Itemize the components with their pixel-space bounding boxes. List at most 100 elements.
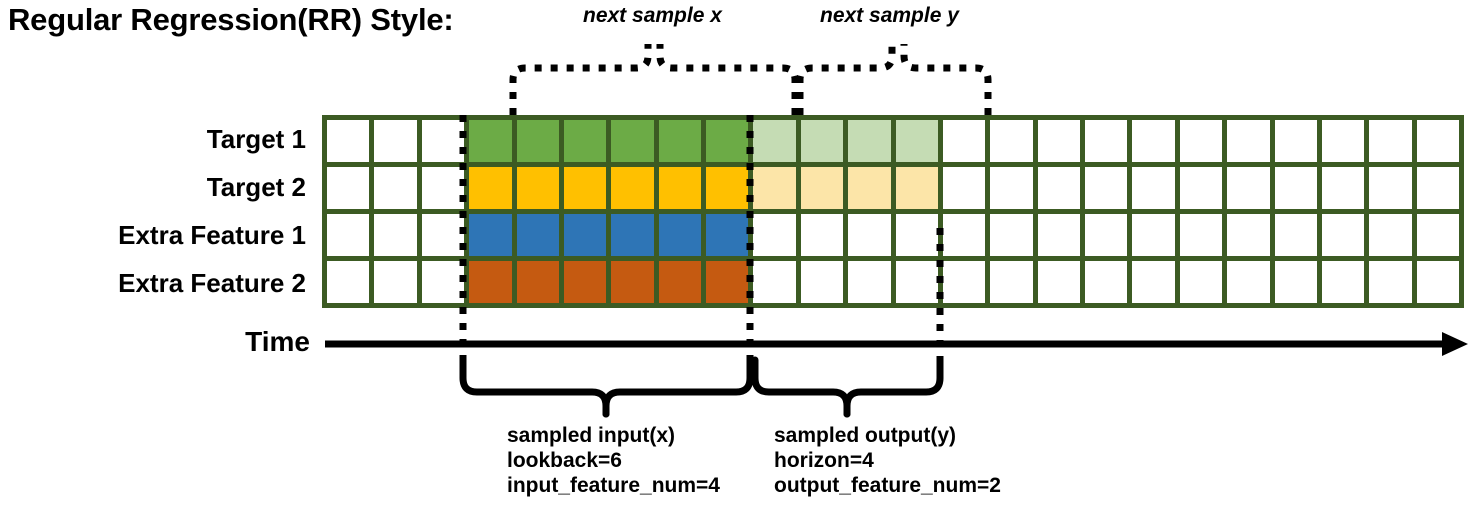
grid-cell-r4-c1 — [327, 261, 370, 303]
grid-cell-r3-c12 — [848, 214, 891, 256]
grid-cell-r3-c3 — [421, 214, 465, 256]
grid-cell-r3-c19 — [1179, 214, 1223, 256]
grid-cell-r3-c24 — [1416, 214, 1459, 256]
grid-cell-r1-c21 — [1274, 120, 1317, 162]
grid-cell-r3-c10 — [753, 214, 796, 256]
grid-cell-r4-c12 — [848, 261, 891, 303]
grid-cell-r3-c4 — [469, 214, 512, 256]
grid-cell-r2-c2 — [374, 167, 417, 209]
grid-cell-r2-c7 — [611, 167, 654, 209]
grid-cell-r4-c14 — [942, 261, 986, 303]
sampled-input-line-3: input_feature_num=4 — [507, 474, 720, 497]
grid-cell-r4-c6 — [563, 261, 607, 303]
grid-cell-r4-c16 — [1037, 261, 1080, 303]
row-label-column: Target 1 Target 2 Extra Feature 1 Extra … — [0, 115, 318, 308]
grid-cell-r2-c10 — [753, 167, 796, 209]
grid-cell-r2-c1 — [327, 167, 370, 209]
grid-cell-r2-c24 — [1416, 167, 1459, 209]
grid-cell-r3-c8 — [658, 214, 701, 256]
brace-sampled-input — [459, 356, 754, 418]
grid-cell-r1-c18 — [1132, 120, 1175, 162]
grid-cell-r1-c3 — [421, 120, 465, 162]
grid-cell-r1-c10 — [753, 120, 796, 162]
grid-cell-r3-c15 — [990, 214, 1033, 256]
grid-cell-r2-c6 — [563, 167, 607, 209]
brace-next-sample-y — [796, 44, 992, 115]
grid-cell-r3-c18 — [1132, 214, 1175, 256]
grid-cell-r1-c8 — [658, 120, 701, 162]
caption-sampled-output: sampled output(y) horizon=4 output_featu… — [774, 423, 1001, 498]
grid-cell-r2-c8 — [658, 167, 701, 209]
grid-cell-r1-c12 — [848, 120, 891, 162]
grid-cell-r4-c2 — [374, 261, 417, 303]
grid-cell-r3-c17 — [1085, 214, 1128, 256]
grid-cell-r3-c13 — [895, 214, 938, 256]
grid-cell-r3-c5 — [516, 214, 559, 256]
grid-cell-r2-c23 — [1369, 167, 1412, 209]
grid-cell-r2-c17 — [1085, 167, 1128, 209]
page-title: Regular Regression(RR) Style: — [8, 2, 454, 37]
grid-cell-r3-c2 — [374, 214, 417, 256]
grid-cell-r2-c22 — [1321, 167, 1365, 209]
grid-cell-r3-c20 — [1227, 214, 1270, 256]
sampled-input-line-1: sampled input(x) — [507, 424, 676, 447]
sampled-output-line-2: horizon=4 — [774, 449, 874, 472]
row-label-target-2: Target 2 — [206, 172, 306, 202]
grid-cell-r1-c20 — [1227, 120, 1270, 162]
grid-cell-r2-c5 — [516, 167, 559, 209]
grid-cell-r4-c10 — [753, 261, 796, 303]
grid-cell-r1-c22 — [1321, 120, 1365, 162]
grid-cell-r2-c9 — [706, 167, 749, 209]
grid-cell-r4-c9 — [706, 261, 749, 303]
grid-cell-r2-c19 — [1179, 167, 1223, 209]
grid-cell-r2-c16 — [1037, 167, 1080, 209]
sampled-output-line-1: sampled output(y) — [774, 424, 956, 447]
sampled-output-line-3: output_feature_num=2 — [774, 474, 1001, 497]
grid-cell-r2-c15 — [990, 167, 1033, 209]
grid-cell-r3-c22 — [1321, 214, 1365, 256]
grid-cell-r4-c21 — [1274, 261, 1317, 303]
grid-cell-r4-c3 — [421, 261, 465, 303]
grid-cell-r4-c4 — [469, 261, 512, 303]
grid-cell-r4-c8 — [658, 261, 701, 303]
grid-cell-r1-c6 — [563, 120, 607, 162]
brace-next-sample-x — [509, 44, 799, 115]
grid-cell-r3-c21 — [1274, 214, 1317, 256]
grid-cell-r3-c23 — [1369, 214, 1412, 256]
row-label-target-1: Target 1 — [206, 124, 306, 154]
grid-cell-r4-c5 — [516, 261, 559, 303]
row-label-extra-feature-1: Extra Feature 1 — [118, 220, 306, 250]
grid-cell-r2-c3 — [421, 167, 465, 209]
caption-next-sample-x: next sample x — [583, 4, 722, 27]
grid-cell-r1-c13 — [895, 120, 938, 162]
row-label-extra-feature-2: Extra Feature 2 — [118, 268, 306, 298]
grid-cell-r1-c23 — [1369, 120, 1412, 162]
grid-cell-r2-c13 — [895, 167, 938, 209]
time-arrow — [325, 332, 1468, 356]
grid-cell-r4-c13 — [895, 261, 938, 303]
grid-cell-r1-c14 — [942, 120, 986, 162]
grid-cell-r1-c2 — [374, 120, 417, 162]
grid-cell-r1-c1 — [327, 120, 370, 162]
grid-cell-r1-c4 — [469, 120, 512, 162]
grid-cell-r1-c9 — [706, 120, 749, 162]
grid-cell-r1-c7 — [611, 120, 654, 162]
grid-cell-r4-c20 — [1227, 261, 1270, 303]
grid-cell-r2-c18 — [1132, 167, 1175, 209]
time-axis-label: Time — [245, 326, 310, 357]
grid-cell-r4-c18 — [1132, 261, 1175, 303]
grid-cell-r2-c20 — [1227, 167, 1270, 209]
grid-cell-r4-c22 — [1321, 261, 1365, 303]
grid-cell-r1-c19 — [1179, 120, 1223, 162]
grid-cell-r4-c17 — [1085, 261, 1128, 303]
grid-cell-r1-c24 — [1416, 120, 1459, 162]
grid-cell-r2-c4 — [469, 167, 512, 209]
grid-cell-r3-c16 — [1037, 214, 1080, 256]
grid-cell-r1-c16 — [1037, 120, 1080, 162]
grid-cell-r3-c7 — [611, 214, 654, 256]
grid-cell-r3-c6 — [563, 214, 607, 256]
grid-cell-r4-c11 — [800, 261, 844, 303]
grid-cell-r4-c23 — [1369, 261, 1412, 303]
grid-cell-r3-c1 — [327, 214, 370, 256]
